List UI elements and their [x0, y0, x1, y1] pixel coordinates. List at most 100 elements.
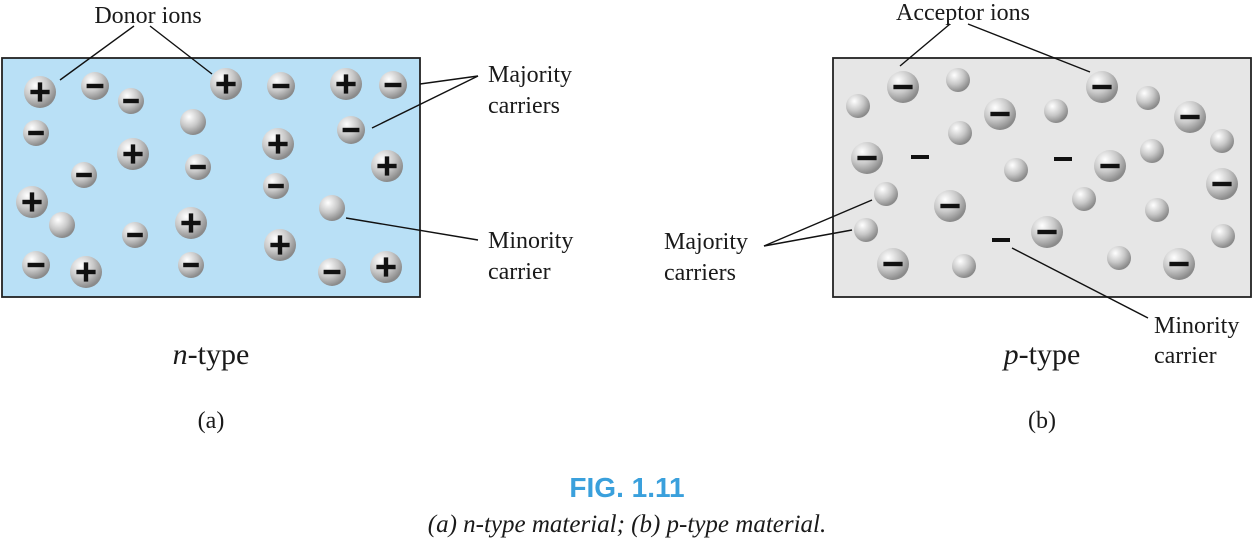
plus-sign-v: [223, 74, 229, 94]
n-majority-label-line2: carriers: [488, 93, 560, 119]
ion-minus: [1094, 150, 1126, 182]
particle-sphere: [874, 182, 898, 206]
plus-sign-v: [29, 192, 35, 212]
ion-minus: [122, 222, 148, 248]
particle-sphere: [1211, 224, 1235, 248]
ion-minus: [318, 258, 346, 286]
minus-sign: [1100, 163, 1120, 169]
n-minority-label-line2: carrier: [488, 259, 551, 285]
minus-sign: [86, 83, 104, 89]
free-electron-minus: [911, 155, 929, 159]
plus-sign-v: [130, 144, 136, 164]
minus-sign: [857, 155, 877, 161]
ion-minus: [379, 71, 407, 99]
minus-sign: [883, 261, 903, 267]
minus-sign: [893, 84, 913, 90]
ion-minus: [984, 98, 1016, 130]
hole-carrier: [319, 195, 345, 221]
ion-minus: [337, 116, 365, 144]
minus-sign: [990, 111, 1010, 117]
panel-b-sublabel: (b): [1028, 408, 1056, 434]
hole-carrier: [1145, 198, 1169, 222]
ion-minus: [1086, 71, 1118, 103]
panel-a-n-type: Donor ions Majority carriers Minority ca…: [1, 3, 573, 434]
hole-carrier: [952, 254, 976, 278]
panel-b-p-type: Acceptor ions Majority carriers Minority…: [664, 0, 1252, 434]
particle-sphere: [1136, 86, 1160, 110]
hole-carrier: [1004, 158, 1028, 182]
minus-sign: [342, 127, 360, 133]
n-majority-label-line1: Majority: [488, 62, 572, 88]
hole-carrier: [1072, 187, 1096, 211]
figure-caption: (a) n-type material; (b) p-type material…: [428, 511, 827, 538]
donor-ion-plus: [175, 207, 207, 239]
donor-ion-plus: [370, 251, 402, 283]
ion-minus: [81, 72, 109, 100]
plus-sign-v: [275, 134, 281, 154]
ion-minus: [23, 120, 49, 146]
hole-carrier: [1044, 99, 1068, 123]
minus-sign: [1092, 84, 1112, 90]
donor-ion-plus: [262, 128, 294, 160]
particle-sphere: [1004, 158, 1028, 182]
n-type-italic: n: [173, 338, 188, 371]
ion-minus: [185, 154, 211, 180]
hole-carrier: [874, 182, 898, 206]
particle-sphere: [1140, 139, 1164, 163]
n-type-particles: [16, 68, 407, 288]
particle-sphere: [180, 109, 206, 135]
hole-carrier: [948, 121, 972, 145]
ion-minus: [1163, 248, 1195, 280]
donor-ions-label: Donor ions: [94, 3, 201, 29]
hole-carrier: [846, 94, 870, 118]
minus-sign: [268, 183, 284, 189]
ion-minus: [178, 252, 204, 278]
acceptor-ions-label: Acceptor ions: [896, 0, 1030, 26]
ion-minus: [118, 88, 144, 114]
plus-sign-v: [383, 257, 389, 277]
donor-ion-plus: [330, 68, 362, 100]
minus-sign: [28, 130, 44, 136]
particle-sphere: [1107, 246, 1131, 270]
ion-minus: [267, 72, 295, 100]
minus-sign: [272, 83, 290, 89]
donor-ion-plus: [117, 138, 149, 170]
particle-sphere: [952, 254, 976, 278]
p-type-italic: p: [1002, 338, 1019, 371]
plus-sign-v: [37, 82, 43, 102]
hole-carrier: [1140, 139, 1164, 163]
donor-ion-plus: [371, 150, 403, 182]
ion-minus: [263, 173, 289, 199]
particle-sphere: [1145, 198, 1169, 222]
ion-minus: [71, 162, 97, 188]
ion-minus: [1206, 168, 1238, 200]
minus-sign: [1037, 229, 1057, 235]
free-electron-minus: [1054, 157, 1072, 161]
n-type-label: n-type: [173, 338, 250, 371]
figure-number: FIG. 1.11: [569, 472, 684, 503]
hole-carrier: [854, 218, 878, 242]
donor-ion-plus: [16, 186, 48, 218]
minus-sign: [1212, 181, 1232, 187]
particle-sphere: [1072, 187, 1096, 211]
particle-sphere: [1044, 99, 1068, 123]
minus-sign: [323, 269, 341, 275]
p-majority-label-line2: carriers: [664, 260, 736, 286]
minus-sign: [123, 98, 139, 104]
minus-sign: [940, 203, 960, 209]
p-minority-label-line1: Minority: [1154, 313, 1239, 339]
minus-sign: [1169, 261, 1189, 267]
minus-sign: [1180, 114, 1200, 120]
p-type-suffix: -type: [1019, 338, 1081, 371]
p-type-label: p-type: [1002, 338, 1081, 371]
p-type-particles: [846, 68, 1238, 280]
donor-ion-plus: [264, 229, 296, 261]
ion-minus: [22, 251, 50, 279]
particle-sphere: [319, 195, 345, 221]
ion-minus: [1174, 101, 1206, 133]
plus-sign-v: [83, 262, 89, 282]
donor-ion-plus: [70, 256, 102, 288]
hole-carrier: [1107, 246, 1131, 270]
n-type-suffix: -type: [188, 338, 250, 371]
